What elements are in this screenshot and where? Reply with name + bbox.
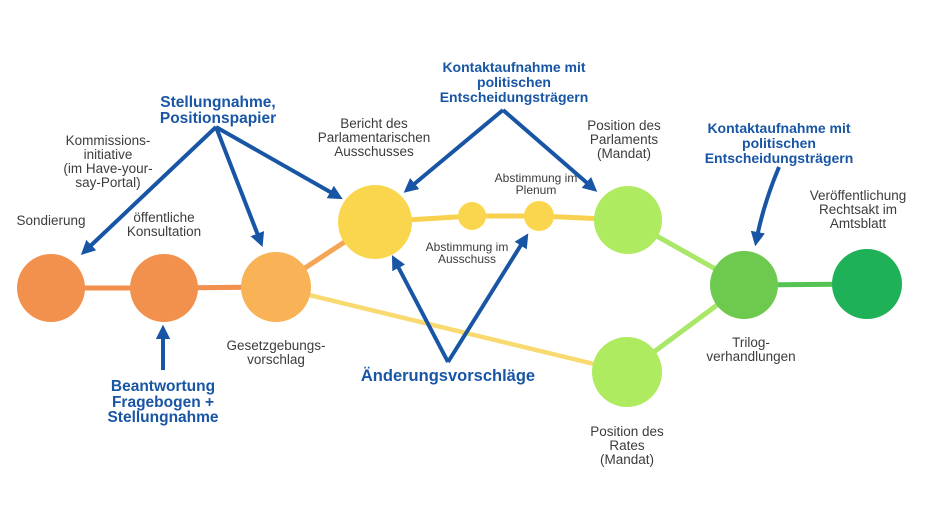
annotation-kontakt-trilog: Kontaktaufnahme mit politischen Entschei… [704, 120, 854, 166]
arrow-stellungnahme-to-vorschlag [214, 126, 265, 248]
arrow-aenderung-to-bericht [391, 255, 450, 363]
annotation-aenderungsvorschlaege: Änderungsvorschläge [360, 367, 536, 385]
node-gesetzgebungsvorschlag [241, 252, 311, 322]
arrow-stellungnahme-to-sondierung [80, 125, 218, 255]
arrow-kontakt1-to-positionparlament [501, 108, 598, 192]
node-position-parlament [594, 186, 662, 254]
node-position-rat [592, 337, 662, 407]
annotation-stellungnahme: Stellungnahme, Positionspapier [159, 94, 277, 127]
arrow-kontakt1-to-bericht [403, 108, 505, 193]
label-bericht-ausschuss: Bericht des Parlamentarischen Ausschusse… [317, 116, 431, 160]
arrow-stellungnahme-to-bericht [215, 125, 343, 200]
label-position-parlament: Position des Parlaments (Mandat) [587, 118, 661, 162]
label-konsultation: öffentliche Konsultation [126, 210, 202, 240]
node-bericht-ausschuss [338, 185, 412, 259]
label-sondierung: Sondierung [16, 213, 86, 228]
label-abstimmung-plenum: Abstimmung im Plenum [494, 171, 578, 198]
label-trilog: Trilog- verhandlungen [706, 335, 796, 365]
label-abstimmung-ausschuss: Abstimmung im Ausschuss [425, 240, 509, 267]
annotation-beantwortung: Beantwortung Fragebogen + Stellungnahme [107, 378, 219, 426]
arrow-aenderung-to-plenum [446, 233, 529, 364]
node-abstimmung-ausschuss [458, 202, 486, 230]
node-trilog [710, 251, 778, 319]
label-kommissionsinitiative: Kommissions- initiative (im Have-your- s… [63, 133, 153, 191]
node-abstimmung-plenum [524, 201, 554, 231]
annotation-kontakt-parlament: Kontaktaufnahme mit politischen Entschei… [439, 59, 589, 105]
node-konsultation [130, 254, 198, 322]
label-gesetzgebungsvorschlag: Gesetzgebungs- vorschlag [226, 338, 326, 368]
label-position-rat: Position des Rates (Mandat) [590, 424, 664, 468]
edge-vorschlag-positionrat [275, 284, 628, 375]
node-sondierung [17, 254, 85, 322]
node-veroeffentlichung [832, 249, 902, 319]
label-veroeffentlichung: Veröffentlichung Rechtsakt im Amtsblatt [809, 188, 907, 232]
arrow-kontakt2-to-trilog [750, 166, 781, 247]
